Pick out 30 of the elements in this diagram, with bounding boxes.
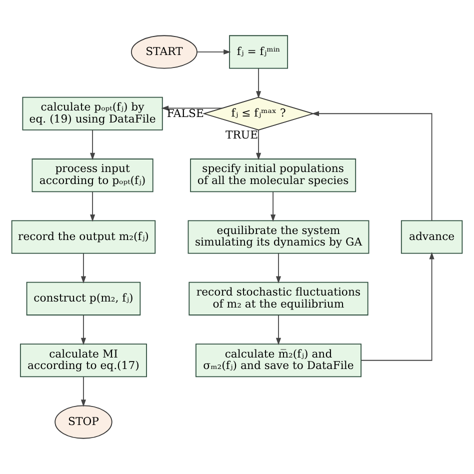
arrow — [80, 314, 86, 346]
arrow — [256, 130, 262, 160]
node-ellipse: START — [130, 35, 198, 69]
arrow — [80, 376, 86, 407]
arrow — [360, 252, 434, 361]
node-box: process input according to pₒₚₜ(fⱼ) — [32, 158, 154, 192]
arrow — [276, 314, 282, 346]
arrow — [80, 253, 86, 284]
arrow — [90, 191, 96, 222]
arrow — [161, 106, 223, 111]
edge-label: FALSE — [166, 106, 204, 120]
node-box: calculate MI according to eq.(17) — [20, 344, 147, 378]
node-ellipse: STOP — [54, 405, 112, 439]
node-box: fⱼ = fⱼᵐⁱⁿ — [229, 35, 288, 69]
node-box: calculate pₒₚₜ(fⱼ) by eq. (19) using DataFile — [22, 96, 163, 130]
node-diamond: fⱼ ≤ fⱼᵐᵃˣ ? — [202, 96, 315, 130]
arrow — [90, 130, 96, 160]
node-box: construct p(m₂, fⱼ) — [26, 282, 141, 316]
node-box: specify initial populations of all the molecular species — [190, 158, 356, 192]
arrow — [256, 68, 262, 98]
node-box: equilibrate the system simulating its dynamics by GA — [188, 220, 370, 254]
node-box: record stochastic fluctuations of m₂ at the equilibrium — [188, 282, 368, 316]
node-box: record the output m₂(fⱼ) — [11, 220, 156, 254]
arrow — [312, 111, 432, 222]
arrow — [276, 253, 282, 284]
node-box: advance — [400, 220, 463, 254]
arrow — [270, 191, 276, 222]
node-box: calculate m̅₂(fⱼ) and σₘ₂(fⱼ) and save to DataFile — [196, 344, 362, 378]
edge-label: TRUE — [225, 128, 258, 142]
arrow — [196, 49, 231, 54]
